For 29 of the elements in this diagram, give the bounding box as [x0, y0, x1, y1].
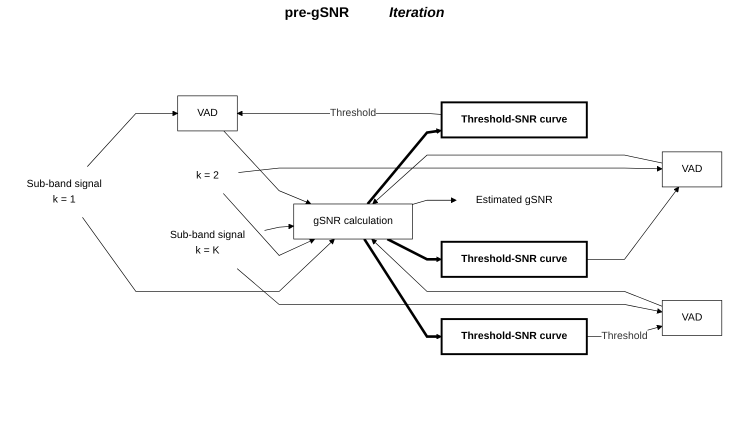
node-text: k = 2	[196, 170, 219, 182]
node-box: VAD	[177, 96, 238, 132]
node-box: Threshold-SNR curve	[440, 318, 588, 356]
node-box: VAD	[662, 152, 722, 188]
arrow	[386, 238, 442, 262]
arrow	[264, 224, 294, 231]
arrow	[363, 238, 442, 340]
node-box: VAD	[662, 300, 722, 336]
node-box: Threshold-SNR curve	[440, 240, 588, 278]
line-label: pre-gSNR	[284, 4, 350, 20]
line-label: Iteration	[389, 4, 444, 20]
arrow	[371, 238, 663, 307]
arrow	[236, 268, 662, 314]
arrow	[86, 110, 178, 167]
arrow	[238, 166, 662, 173]
edge-label: Threshold	[601, 330, 648, 342]
arrow	[366, 128, 442, 205]
arrow	[222, 193, 316, 256]
arrow	[82, 216, 335, 292]
arrow	[586, 186, 680, 260]
arrow	[223, 130, 312, 205]
node-text: Estimated gSNR	[476, 194, 553, 206]
arrow	[412, 197, 457, 205]
node-box: Threshold-SNR curve	[440, 101, 588, 138]
edge-label: Threshold	[330, 108, 376, 119]
arrow	[372, 154, 663, 204]
node-box: gSNR calculation	[293, 204, 413, 240]
node-text: Sub-band signal k = K	[170, 230, 246, 256]
node-text: Sub-band signal k = 1	[26, 178, 102, 205]
